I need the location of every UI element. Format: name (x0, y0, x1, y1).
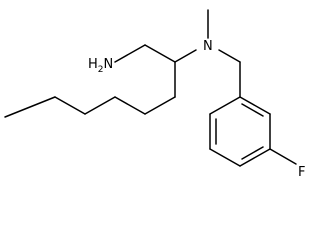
amine-hydrogen-count: 2 (98, 65, 104, 75)
bond-ch2-ch (144, 44, 176, 63)
bond-n-benzyl (218, 49, 241, 63)
bond-ring-fluorine (269, 148, 297, 165)
ring-double-bond-2 (241, 103, 264, 117)
ring-bond-1 (239, 96, 271, 115)
bond-chain-5 (54, 96, 86, 115)
ring-bond-3 (239, 148, 271, 167)
bond-chain-2 (144, 96, 176, 115)
tertiary-nitrogen-label: N (203, 39, 213, 54)
bond-aminomethyl (114, 44, 146, 63)
amine-nitrogen-label: N (104, 57, 114, 72)
ring-bond-4 (209, 148, 241, 167)
bond-ch-n (174, 49, 197, 63)
ring-bond-6 (209, 96, 241, 115)
fluorine-label: F (298, 165, 305, 180)
amine-hydrogen-label: H (88, 57, 98, 72)
bond-chain-4 (84, 96, 116, 115)
bond-chain-6 (4, 96, 56, 118)
ring-double-bond-3 (241, 146, 264, 160)
bond-chain-3 (114, 96, 146, 115)
molecule-structure-diagram: H2N N F (4, 9, 306, 180)
amine-group-label: H2N (88, 57, 113, 75)
